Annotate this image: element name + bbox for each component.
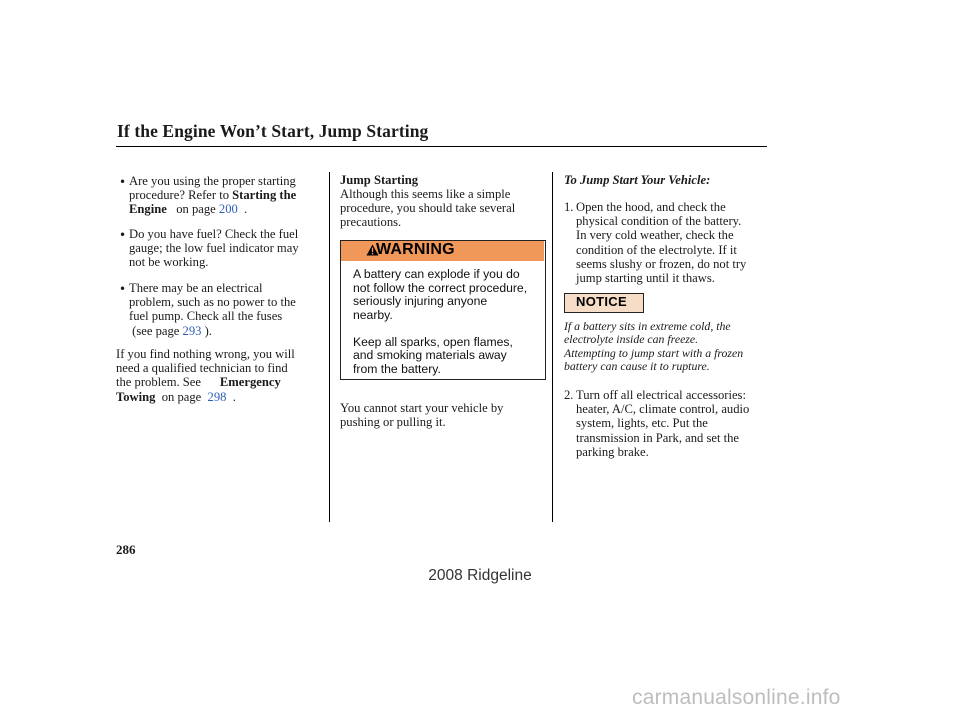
bullet-3: • [119,282,127,296]
line: seems slushy or frozen, do not try [576,256,747,271]
line: not follow the correct procedure, [353,280,528,295]
bullet-item-2: Do you have fuel? Check the fuel gauge; … [129,227,324,270]
outro-paragraph: You cannot start your vehicle by pushing… [340,401,550,429]
line: condition of the electrolyte. If it [576,242,737,257]
step-2-number: 2. [564,388,574,402]
line: from the battery. [353,361,441,376]
line: need a qualified technician to find [116,361,288,376]
line: system, lights, etc. Put the [576,416,708,431]
line: A battery can explode if you do [353,267,520,281]
line: There may be an electrical [129,281,263,295]
notice-label: NOTICE [576,294,627,309]
bullet-1: • [119,175,127,189]
warning-text: A battery can explode if you do not foll… [353,267,543,376]
line: procedure, you should take several [340,201,516,216]
title-rule [116,146,767,147]
warning-label: WARNING [376,241,455,258]
line: fuel pump. Check all the fuses [129,309,283,324]
left-paragraph: If you find nothing wrong, you will need… [116,347,326,404]
spacer [353,322,543,336]
line: heater, A/C, climate control, audio [576,402,750,417]
line: pushing or pulling it. [340,415,446,430]
line: and smoking materials away [353,348,507,362]
line: precautions. [340,215,402,230]
line: Attempting to jump start with a frozen [564,345,744,360]
bullet-item-3: There may be an electrical problem, such… [129,281,324,338]
page-link-293[interactable]: 293 [182,323,202,338]
intro-paragraph: Although this seems like a simple proced… [340,187,550,230]
procedure-heading: To Jump Start Your Vehicle: [564,173,711,187]
line: In very cold weather, check the [576,228,734,243]
line: Keep all sparks, open flames, [353,334,513,349]
footer-model: 2008 Ridgeline [428,567,532,584]
line: nearby. [353,307,393,322]
line: the problem. See Emergency [116,375,281,390]
line: (see page 293 ). [132,323,212,338]
column-divider-right [552,172,553,522]
line: Although this seems like a simple [340,187,511,201]
line: battery can cause it to rupture. [564,358,710,373]
line: If a battery sits in extreme cold, the [564,319,731,333]
warning-triangle-icon [366,244,379,256]
notice-text: If a battery sits in extreme cold, the e… [564,319,769,373]
line: If you find nothing wrong, you will [116,347,295,361]
line: procedure? Refer to Starting the [129,188,297,203]
notice-box [564,293,644,313]
line: Are you using the proper starting [129,174,296,188]
line: Towing on page 298 . [116,389,236,404]
line: You cannot start your vehicle by [340,401,504,415]
line: physical condition of the battery. [576,214,742,229]
bullet-2: • [119,228,127,242]
bullet-item-1: Are you using the proper starting proced… [129,174,324,217]
line: seriously injuring anyone [353,294,488,308]
line: electrolyte inside can freeze. [564,332,699,347]
line: gauge; the low fuel indicator may [129,241,299,256]
warning-box [340,240,546,380]
line: transmission in Park, and set the [576,430,739,445]
line: Turn off all electrical accessories: [576,388,746,402]
watermark: carmanualsonline.info [632,686,841,709]
page-title: If the Engine Won’t Start, Jump Starting [117,121,429,141]
line: Engine on page 200 . [129,202,248,217]
step-2: Turn off all electrical accessories: hea… [576,388,776,459]
line: Open the hood, and check the [576,200,726,214]
line: parking brake. [576,444,649,459]
page-number: 286 [116,542,136,557]
step-1-number: 1. [564,200,574,214]
warning-header [341,241,544,261]
step-1: Open the hood, and check the physical co… [576,200,776,285]
xref-emergency-towing: Emergency [219,375,281,390]
line: jump starting until it thaws. [576,271,715,286]
line: not be working. [129,255,209,270]
line: problem, such as no power to the [129,295,296,310]
page-link-298[interactable]: 298 [207,389,227,404]
page-link-200[interactable]: 200 [218,202,238,217]
jump-starting-heading: Jump Starting [340,173,419,187]
column-divider-left [329,172,330,522]
line: Do you have fuel? Check the fuel [129,227,299,241]
xref-starting-engine: Starting the [232,188,297,203]
